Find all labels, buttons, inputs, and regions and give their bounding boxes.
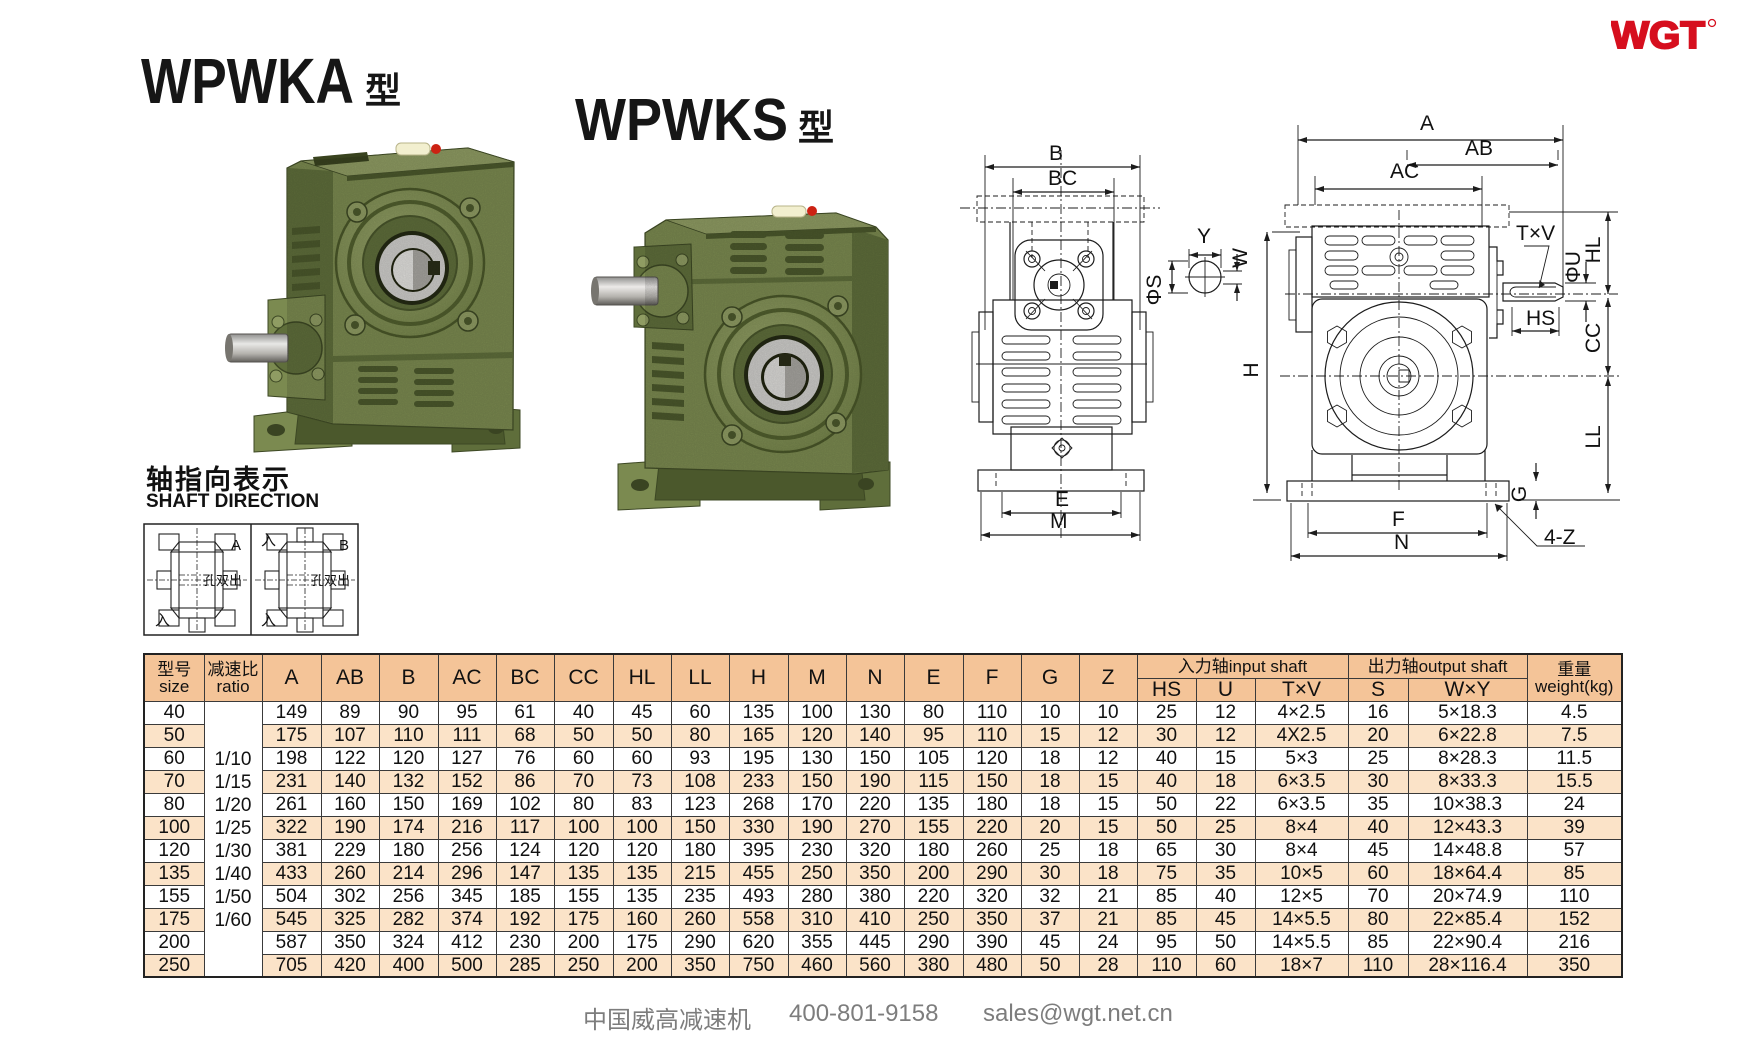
svg-text:型: 型 bbox=[365, 70, 401, 111]
svg-text:WPWKA: WPWKA bbox=[141, 52, 354, 114]
svg-text:G: G bbox=[1508, 486, 1531, 502]
svg-text:N: N bbox=[1394, 531, 1409, 554]
svg-text:AB: AB bbox=[1465, 137, 1493, 160]
svg-text:F: F bbox=[1392, 508, 1405, 531]
svg-text:HL: HL bbox=[1582, 237, 1605, 264]
svg-text:入: 入 bbox=[155, 612, 170, 629]
svg-text:4-Z: 4-Z bbox=[1544, 526, 1576, 549]
svg-text:W: W bbox=[1229, 248, 1252, 268]
svg-text:CC: CC bbox=[1582, 323, 1605, 353]
svg-text:入: 入 bbox=[261, 612, 276, 629]
svg-text:型: 型 bbox=[798, 107, 834, 148]
svg-text:T×V: T×V bbox=[1516, 222, 1555, 245]
svg-text:M: M bbox=[1050, 510, 1068, 533]
svg-text:WPWKS: WPWKS bbox=[575, 96, 788, 153]
svg-text:B: B bbox=[339, 537, 349, 554]
svg-text:BC: BC bbox=[1048, 167, 1077, 190]
svg-text:入: 入 bbox=[261, 532, 276, 549]
svg-text:E: E bbox=[1055, 488, 1069, 511]
svg-text:A: A bbox=[1420, 112, 1434, 135]
svg-text:Y: Y bbox=[1197, 225, 1211, 248]
svg-text:B: B bbox=[1049, 142, 1063, 165]
svg-text:A: A bbox=[231, 537, 241, 554]
svg-text:ΦS: ΦS bbox=[1143, 275, 1166, 306]
svg-text:孔双出: 孔双出 bbox=[311, 573, 350, 588]
svg-text:孔双出: 孔双出 bbox=[203, 573, 242, 588]
svg-text:ΦU: ΦU bbox=[1562, 251, 1585, 283]
svg-text:WGT: WGT bbox=[1611, 15, 1705, 55]
svg-text:HS: HS bbox=[1526, 307, 1555, 330]
svg-text:LL: LL bbox=[1582, 425, 1605, 448]
svg-text:AC: AC bbox=[1390, 160, 1419, 183]
svg-text:H: H bbox=[1240, 362, 1263, 377]
